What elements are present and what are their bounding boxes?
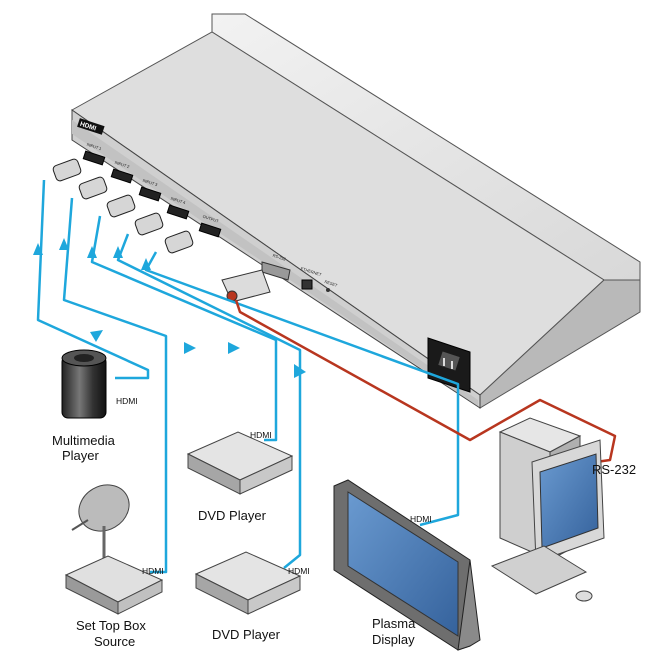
port-ethernet: ETHERNET <box>300 266 323 290</box>
port-output: OUTPUT <box>198 214 222 238</box>
hdmi-logo-text: HDMI <box>79 121 97 133</box>
plasma-display-cable-label: HDMI <box>410 514 432 524</box>
multimedia-player <box>61 349 107 419</box>
hdmi-plugs <box>52 158 194 254</box>
rs232-plug <box>221 269 271 303</box>
port-input-4: INPUT 4 <box>166 196 190 220</box>
power-inlet <box>427 337 471 393</box>
arrow-7 <box>184 342 196 354</box>
satellite-dish <box>71 484 130 560</box>
port-input-2: INPUT 2 <box>110 160 134 184</box>
arrow-1 <box>33 243 43 255</box>
chassis-side <box>479 279 641 409</box>
port-label-input-4: INPUT 4 <box>170 196 187 206</box>
arrow-8 <box>228 342 240 354</box>
port-rs232: RS-232 <box>261 253 291 281</box>
set-top-box-label-1: Set Top Box <box>76 618 146 633</box>
cable-input-4 <box>116 233 302 569</box>
cable-input-1 <box>36 179 150 380</box>
hdmi-cables <box>36 179 460 574</box>
hdmi-plug-4 <box>134 212 164 236</box>
cable-output <box>144 251 460 527</box>
pc-cable-label: RS-232 <box>592 462 636 477</box>
port-input-3: INPUT 3 <box>138 178 162 202</box>
port-label-input-3: INPUT 3 <box>142 178 159 188</box>
hdmi-logo <box>77 118 105 135</box>
arrow-4 <box>113 246 123 258</box>
dvd-player-2-label: DVD Player <box>212 627 281 642</box>
cable-rs232 <box>234 299 617 464</box>
port-label-ethernet: ETHERNET <box>300 266 323 278</box>
dvd-player-1-cable-label: HDMI <box>250 430 272 440</box>
cable-input-2 <box>62 197 168 574</box>
hdmi-plug-3 <box>106 194 136 218</box>
plasma-display <box>333 479 481 651</box>
plasma-display-label-1: Plasma <box>372 616 416 631</box>
port-label-output: OUTPUT <box>202 214 220 224</box>
port-input-1: INPUT 1 <box>82 142 106 166</box>
dvd-player-1-label: DVD Player <box>198 508 267 523</box>
cable-input-3 <box>90 215 278 442</box>
pc-computer <box>490 417 605 602</box>
set-top-box <box>64 555 164 615</box>
dvd-player-2-cable-label: HDMI <box>288 566 310 576</box>
port-label-rs232: RS-232 <box>272 253 287 262</box>
arrow-6 <box>90 330 103 342</box>
multimedia-player-label-1: Multimedia <box>52 433 116 448</box>
set-top-box-label-2: Source <box>94 634 135 649</box>
hdmi-plug-output <box>164 230 194 254</box>
set-top-box-cable-label: HDMI <box>142 566 164 576</box>
arrow-5 <box>141 258 151 270</box>
dvd-player-2 <box>194 551 302 615</box>
hdmi-plug-2 <box>78 176 108 200</box>
port-label-input-1: INPUT 1 <box>86 142 103 152</box>
cable-arrows <box>33 238 306 378</box>
reset-button: RESET <box>324 279 339 292</box>
arrow-3 <box>87 246 97 258</box>
reset-label: RESET <box>324 279 339 288</box>
arrow-2 <box>59 238 69 250</box>
hdmi-switcher-unit: HDMI INPUT 1 INPUT 2 INPUT 3 INPUT 4 OUT… <box>71 13 641 409</box>
multimedia-player-cable-label: HDMI <box>116 396 138 406</box>
dvd-player-1 <box>186 431 294 495</box>
hdmi-plug-1 <box>52 158 82 182</box>
arrow-9 <box>294 364 306 378</box>
plasma-display-label-2: Display <box>372 632 415 647</box>
port-label-input-2: INPUT 2 <box>114 160 131 170</box>
multimedia-player-label-2: Player <box>62 448 100 463</box>
